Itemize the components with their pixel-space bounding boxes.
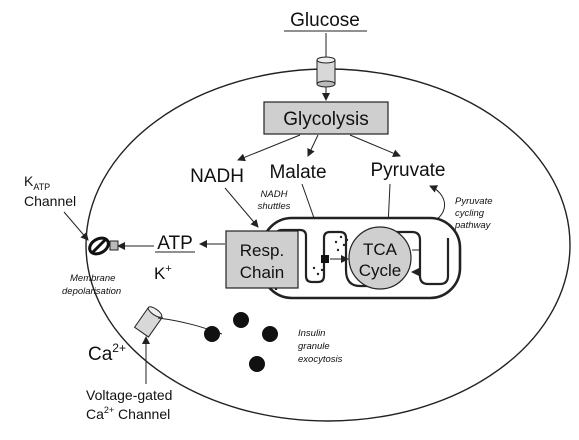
katp-pointer [63, 211, 89, 241]
insulin-granule [249, 356, 265, 372]
vgcc-label-2: Ca2+ Channel [86, 405, 170, 422]
katp-label: KATP [24, 173, 50, 192]
glycolysis-box [263, 101, 389, 135]
atp-label: ATP [157, 233, 193, 254]
glucose-transporter [316, 56, 336, 88]
insulin-granule [204, 326, 220, 342]
glucose-label: Glucose [290, 10, 360, 31]
insulin-granules [204, 312, 278, 372]
mito-dots [312, 235, 349, 276]
insulin-label-3: exocytosis [298, 354, 343, 365]
nadh-label: NADH [190, 166, 244, 187]
insulin-granule [233, 312, 249, 328]
tca-loop-arrow [411, 249, 421, 276]
tca-cycle-circle [348, 226, 412, 290]
tca-label-1: TCA [363, 240, 398, 259]
malate-label: Malate [269, 162, 326, 183]
nadh-shuttles-label-1: NADH [261, 189, 288, 200]
katp-channel-icon [88, 236, 119, 256]
pyruvate-cycling-label-2: cycling [455, 208, 485, 219]
membrane-depolarisation-2: depolarisation [62, 286, 121, 297]
insulin-label-1: Insulin [298, 328, 325, 339]
insulin-label-2: granule [298, 341, 330, 352]
k-plus-label: K+ [154, 263, 172, 283]
resp-chain-label-1: Resp. [240, 241, 284, 260]
pyruvate-label: Pyruvate [371, 160, 446, 181]
arrow-glycolysis-malate [307, 134, 319, 157]
katp-channel-label: Channel [24, 193, 76, 209]
ca-channel-icon [133, 306, 163, 338]
malate-carrier [321, 255, 329, 263]
pyruvate-cycling-label-1: Pyruvate [455, 196, 493, 207]
glycolysis-label: Glycolysis [283, 109, 369, 130]
arrow-nadh-resp [224, 187, 259, 228]
ca-label: Ca2+ [88, 341, 126, 365]
membrane-depolarisation-1: Membrane [70, 273, 115, 284]
pyruvate-cycling-label-3: pathway [454, 220, 492, 231]
arrow-glycolysis-pyruvate [349, 134, 401, 157]
resp-chain-label-2: Chain [240, 263, 284, 282]
vgcc-label-1: Voltage-gated [86, 387, 172, 403]
insulin-granule [262, 326, 278, 342]
arrow-glycolysis-nadh [237, 134, 301, 162]
resp-chain-box [225, 230, 299, 289]
tca-label-2: Cycle [359, 261, 402, 280]
nadh-shuttles-label-2: shuttles [258, 201, 291, 212]
